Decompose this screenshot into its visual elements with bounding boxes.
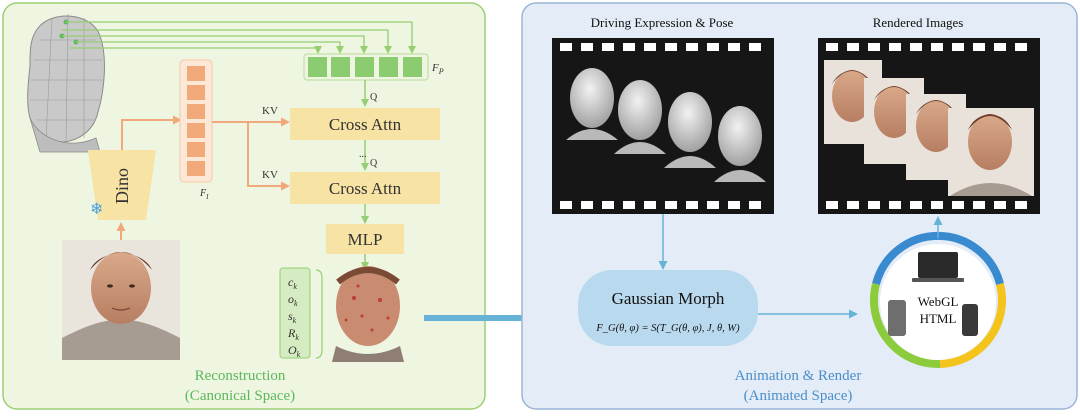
- driving-film-strip: [552, 38, 774, 214]
- sprocket-hole: [1015, 201, 1027, 209]
- sprocket-hole: [623, 43, 635, 51]
- gaussian-attributes: [279, 267, 311, 359]
- sprocket-hole: [623, 201, 635, 209]
- sprocket-hole: [889, 43, 901, 51]
- attribute-1: ok: [288, 292, 298, 308]
- mlp-label: MLP: [348, 230, 383, 249]
- snowflake-icon: ❄: [90, 201, 103, 218]
- sprocket-hole: [973, 201, 985, 209]
- reconstruction-title: Reconstruction: [195, 368, 286, 384]
- mesh-query-lines: [59, 19, 416, 54]
- sprocket-hole: [728, 43, 740, 51]
- sprocket-hole: [952, 43, 964, 51]
- sprocket-hole: [749, 201, 761, 209]
- sprocket-hole: [686, 43, 698, 51]
- gaussian-morph-block: [578, 270, 758, 346]
- sprocket-hole: [1015, 43, 1027, 51]
- sprocket-hole: [952, 201, 964, 209]
- sprocket-hole: [581, 201, 593, 209]
- feature-image-label: FI: [199, 188, 209, 201]
- sprocket-hole: [868, 201, 880, 209]
- dino-encoder: Dino: [88, 150, 156, 220]
- rendered-title: Rendered Images: [873, 15, 964, 30]
- attribute-3: Rk: [287, 326, 299, 342]
- sprocket-hole: [931, 43, 943, 51]
- attribute-2: sk: [288, 309, 297, 325]
- sprocket-hole: [644, 201, 656, 209]
- image-feature-tokens: [179, 59, 213, 183]
- sprocket-hole: [728, 201, 740, 209]
- sprocket-hole: [994, 43, 1006, 51]
- q-label-1: Q: [370, 92, 378, 103]
- attribute-0: ck: [288, 275, 297, 291]
- webgl-device-ring: WebGL HTML: [870, 231, 1006, 369]
- cross-attn-label-1: Cross Attn: [329, 115, 402, 134]
- animation-title: Animation & Render: [735, 368, 862, 384]
- sprocket-hole: [581, 43, 593, 51]
- reconstruction-subtitle: (Canonical Space): [185, 388, 295, 404]
- sprocket-hole: [707, 201, 719, 209]
- morph-formula: F_G(θ, φ) = S(T_G(θ, φ), J, θ, W): [595, 323, 740, 334]
- phone-icon: [888, 300, 906, 336]
- ring-webgl-label: WebGL: [918, 294, 959, 309]
- point-feature-tokens: [303, 53, 429, 81]
- dots-label: ...: [359, 149, 367, 160]
- sprocket-hole: [707, 43, 719, 51]
- sprocket-hole: [826, 43, 838, 51]
- sprocket-hole: [560, 201, 572, 209]
- input-face-image: [62, 240, 180, 360]
- sprocket-hole: [889, 201, 901, 209]
- sprocket-hole: [994, 201, 1006, 209]
- sprocket-hole: [973, 43, 985, 51]
- ring-html-label: HTML: [920, 311, 957, 326]
- dino-label: Dino: [112, 168, 132, 204]
- rendered-film-strip: [818, 38, 1040, 214]
- kv-label-2: KV: [262, 169, 278, 181]
- driving-title: Driving Expression & Pose: [591, 15, 734, 30]
- sprocket-hole: [665, 43, 677, 51]
- sprocket-hole: [686, 201, 698, 209]
- cross-attn-block-1: [290, 108, 440, 140]
- morph-title: Gaussian Morph: [612, 289, 725, 308]
- sprocket-hole: [665, 201, 677, 209]
- sprocket-hole: [560, 43, 572, 51]
- q-label-2: Q: [370, 158, 378, 169]
- sprocket-hole: [644, 43, 656, 51]
- kv-label-1: KV: [262, 105, 278, 117]
- attribute-4: Ok: [288, 343, 301, 359]
- sprocket-hole: [868, 43, 880, 51]
- sprocket-hole: [602, 201, 614, 209]
- sprocket-hole: [602, 43, 614, 51]
- phone-icon-2: [962, 304, 978, 336]
- gaussian-head-image: [332, 266, 404, 362]
- cross-attn-label-2: Cross Attn: [329, 179, 402, 198]
- cross-attn-block-2: [290, 172, 440, 204]
- sprocket-hole: [910, 201, 922, 209]
- sprocket-hole: [931, 201, 943, 209]
- feature-point-label: FP: [431, 62, 444, 76]
- sprocket-hole: [749, 43, 761, 51]
- animation-subtitle: (Animated Space): [744, 388, 853, 404]
- sprocket-hole: [826, 201, 838, 209]
- sprocket-hole: [847, 201, 859, 209]
- mlp-block: [326, 224, 404, 254]
- sprocket-hole: [847, 43, 859, 51]
- laptop-icon: [918, 252, 958, 278]
- sprocket-hole: [910, 43, 922, 51]
